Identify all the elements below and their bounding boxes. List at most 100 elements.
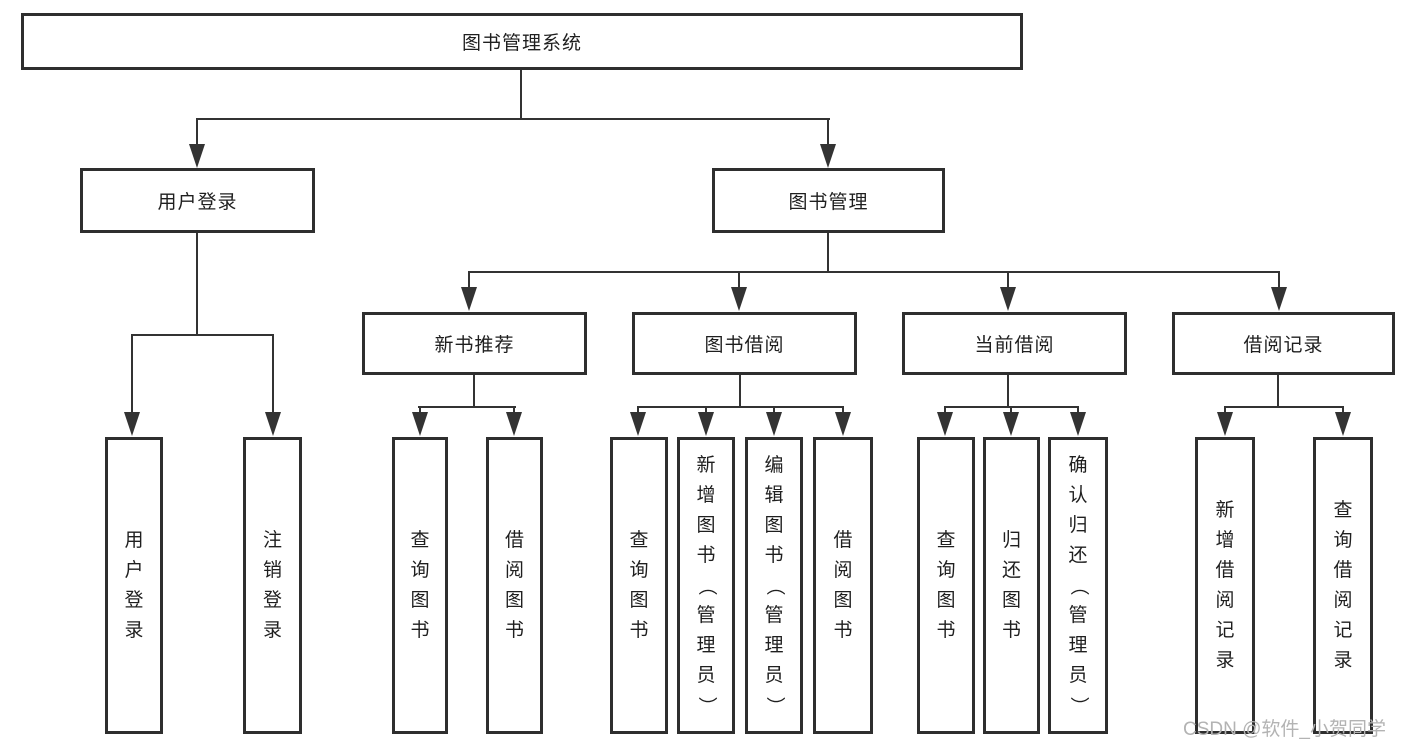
leaf-label-char: 图 (833, 589, 853, 611)
leaf-label-char: 询 (936, 559, 956, 581)
connector-line (944, 406, 946, 416)
leaf-label-char: 录 (1333, 649, 1353, 671)
node-book-management: 图书管理 (712, 168, 945, 233)
leaf-label-char: 还 (1001, 559, 1021, 581)
leaf-label-char: 图 (764, 514, 784, 536)
connector-line (1278, 271, 1280, 291)
connector-line (738, 271, 740, 291)
arrow-down-icon (1000, 287, 1016, 311)
leaf-label-char: 阅 (504, 559, 524, 581)
connector-line (773, 406, 775, 416)
connector-line (131, 334, 274, 336)
leaf-label-char: 借 (833, 529, 853, 551)
connector-line (196, 118, 830, 120)
leaf-label-char: 录 (262, 619, 282, 641)
connector-line (739, 375, 741, 408)
connector-line (520, 70, 522, 118)
arrow-down-icon (1070, 412, 1086, 436)
arrow-down-icon (698, 412, 714, 436)
leaf-label-char: 查 (410, 529, 430, 551)
leaf-label-char: 管 (764, 604, 784, 626)
connector-line (513, 406, 515, 416)
connector-line (468, 271, 470, 291)
connector-line (827, 118, 829, 152)
node-borrow-records: 借阅记录 (1172, 312, 1395, 375)
node-current-borrow-label: 当前借阅 (974, 335, 1055, 356)
leaf-label-char: 归 (1001, 529, 1021, 551)
leaf-label-char: 销 (262, 559, 282, 581)
connector-line (272, 334, 274, 418)
node-book-borrow: 图书借阅 (632, 312, 857, 375)
leaf-label-char: （ (696, 575, 717, 595)
connector-line (131, 334, 133, 418)
arrow-down-icon (265, 412, 281, 436)
node-book-management-label: 图书管理 (788, 192, 869, 213)
leaf-logout: 注销登录 (243, 437, 302, 734)
connector-line (419, 406, 421, 416)
arrow-down-icon (412, 412, 428, 436)
arrow-down-icon (1271, 287, 1287, 311)
connector-line (842, 406, 844, 416)
leaf-label-char: 图 (629, 589, 649, 611)
leaf-label-char: 增 (1215, 529, 1235, 551)
node-root-label: 图书管理系统 (461, 33, 582, 54)
leaf-label-char: ） (696, 695, 717, 715)
arrow-down-icon (124, 412, 140, 436)
leaf-label-char: 登 (262, 589, 282, 611)
connector-line (637, 406, 844, 408)
leaf-label-char: 增 (696, 484, 716, 506)
leaf-label-char: 用 (124, 529, 144, 551)
leaf-label-char: 书 (833, 619, 853, 641)
arrow-down-icon (461, 287, 477, 311)
node-current-borrow: 当前借阅 (902, 312, 1127, 375)
leaf-label-char: 编 (764, 454, 784, 476)
leaf-label-char: 确 (1068, 454, 1088, 476)
leaf-label-char: ） (1068, 695, 1089, 715)
leaf-label-char: 归 (1068, 514, 1088, 536)
leaf-label-char: 借 (504, 529, 524, 551)
leaf-label-char: 查 (936, 529, 956, 551)
connector-line (1224, 406, 1344, 408)
leaf-label-char: 阅 (833, 559, 853, 581)
leaf-label-char: 图 (504, 589, 524, 611)
node-root: 图书管理系统 (21, 13, 1023, 70)
leaf-label-char: 查 (1333, 499, 1353, 521)
leaf-label-char: 录 (124, 619, 144, 641)
leaf-label-char: （ (1068, 575, 1089, 595)
arrow-down-icon (1335, 412, 1351, 436)
leaf-label-char: 新 (1215, 499, 1235, 521)
connector-line (1077, 406, 1079, 416)
arrow-down-icon (937, 412, 953, 436)
connector-line (196, 118, 198, 152)
leaf-borrow-borrow-book: 借阅图书 (813, 437, 873, 734)
arrow-down-icon (506, 412, 522, 436)
arrow-down-icon (820, 144, 836, 168)
node-borrow-records-label: 借阅记录 (1243, 335, 1324, 356)
arrow-down-icon (189, 144, 205, 168)
leaf-label-char: 认 (1068, 484, 1088, 506)
leaf-records-add-record: 新增借阅记录 (1195, 437, 1255, 734)
leaf-borrow-query-book: 查询图书 (610, 437, 668, 734)
node-book-borrow-label: 图书借阅 (704, 335, 785, 356)
connector-line (1007, 375, 1009, 408)
leaf-label-char: 询 (629, 559, 649, 581)
leaf-label-char: 查 (629, 529, 649, 551)
leaf-label-char: 员 (1068, 664, 1088, 686)
leaf-label-char: 书 (410, 619, 430, 641)
arrow-down-icon (1003, 412, 1019, 436)
connector-line (1010, 406, 1012, 416)
node-user-login-label: 用户登录 (157, 192, 238, 213)
arrow-down-icon (835, 412, 851, 436)
connector-line (1007, 271, 1009, 291)
leaf-label-char: 员 (696, 664, 716, 686)
leaf-label-char: 图 (696, 514, 716, 536)
leaf-current-confirm-return-admin: 确认归还（管理员） (1048, 437, 1108, 734)
leaf-label-char: 借 (1215, 559, 1235, 581)
leaf-label-char: 询 (410, 559, 430, 581)
leaf-label-char: （ (764, 575, 785, 595)
connector-line (418, 406, 516, 408)
leaf-label-char: 询 (1333, 529, 1353, 551)
leaf-label-char: 户 (124, 559, 144, 581)
leaf-label-char: 员 (764, 664, 784, 686)
leaf-label-char: 书 (936, 619, 956, 641)
